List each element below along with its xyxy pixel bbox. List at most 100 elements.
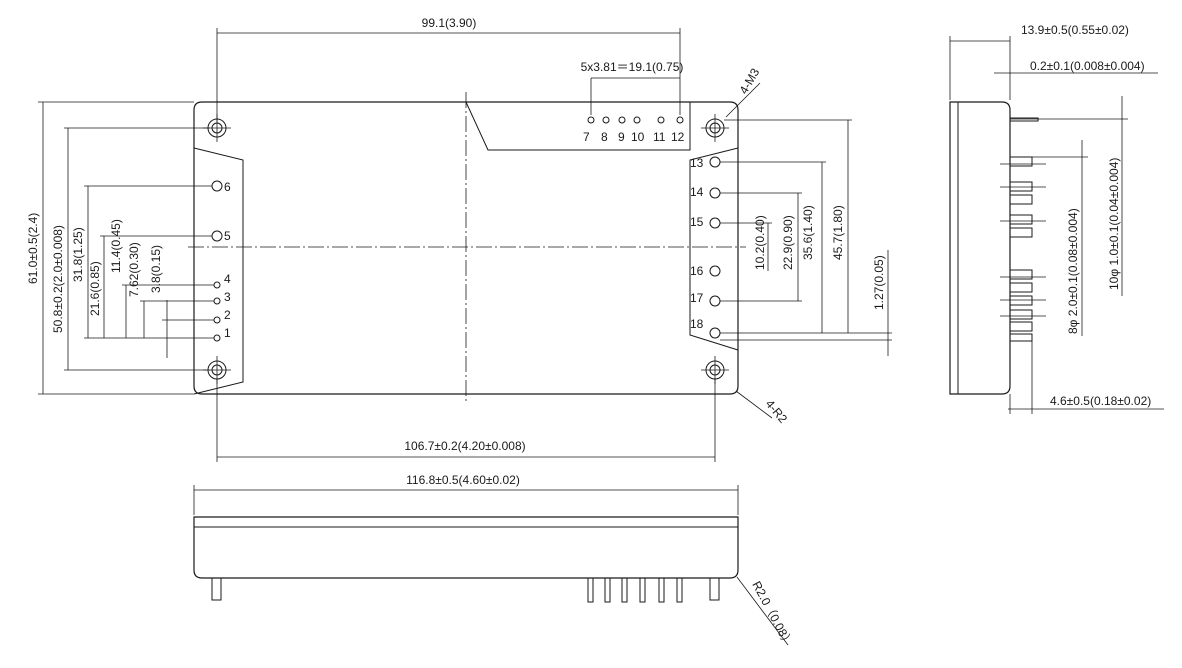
dimension-label: 106.7±0.2(4.20±0.008) [404, 439, 525, 453]
dim-left-3-8: 3.8(0.15) [149, 245, 214, 358]
pin-number: 12 [671, 130, 685, 144]
pin-hole [709, 187, 721, 199]
left-bracket [193, 147, 244, 395]
pin [676, 577, 683, 603]
dim-mount-height: 50.8±0.2(2.0±0.008) [51, 127, 210, 371]
dimension-label: 7.62(0.30) [127, 242, 141, 297]
callout-label: 4-R2 [763, 397, 791, 426]
dim-thickness: 13.9±0.5(0.55±0.02) [949, 23, 1129, 100]
pin-hole [587, 116, 595, 124]
dim-left-31-8: 31.8(1.25) [71, 185, 212, 338]
dim-right-35-6: 35.6(1.40) [720, 161, 826, 333]
pin-number: 7 [583, 130, 590, 144]
right-bracket [689, 147, 739, 351]
pin-hole [709, 217, 721, 229]
dimension-label: 11.4(0.45) [109, 219, 123, 273]
pin-hole [709, 295, 721, 307]
pin [587, 577, 594, 603]
dim-small-pin: 8φ 2.0±0.1(0.08±0.004) [1032, 140, 1088, 336]
dimension-label: 22.9(0.90) [781, 215, 795, 270]
top-connector-outline [465, 101, 691, 151]
pin-hole [213, 281, 221, 289]
pin-hole [213, 297, 221, 305]
dim-left-21-6: 21.6(0.85) [88, 235, 212, 338]
dimension-label: 99.1(3.90) [422, 16, 477, 30]
pin-hole [211, 230, 223, 242]
pin-hole [709, 327, 721, 339]
callout-label: 4-M3 [736, 66, 762, 97]
pin-number: 1 [224, 326, 231, 340]
dimension-label: 13.9±0.5(0.55±0.02) [1021, 23, 1129, 37]
pin-number: 10 [631, 130, 645, 144]
pin-number: 3 [224, 290, 231, 304]
pin-hole [657, 116, 665, 124]
pin-hole [213, 316, 221, 324]
top-pins: 7 8 9 10 11 12 [583, 116, 685, 144]
mount-post [709, 577, 720, 601]
pin [604, 577, 611, 603]
dimension-label: 0.2±0.1(0.008±0.004) [1030, 59, 1145, 73]
pin [621, 577, 628, 603]
dimension-label: 1.27(0.05) [872, 255, 886, 310]
callout-corner-radius: 4-R2 [735, 390, 791, 426]
pin-number: 5 [224, 229, 231, 243]
dim-pin-pitch: 5x3.81＝19.1(0.75) [581, 60, 684, 115]
pin-number: 8 [601, 130, 608, 144]
pin [639, 577, 646, 603]
pin-number: 4 [224, 272, 231, 286]
pin-hole [633, 116, 641, 124]
pin-number: 17 [690, 291, 704, 305]
dimension-label: 50.8±0.2(2.0±0.008) [51, 225, 65, 333]
dimension-label: 4.6±0.5(0.18±0.02) [1050, 394, 1151, 408]
pin-number: 6 [224, 180, 231, 194]
dimension-label: 45.7(1.80) [831, 205, 845, 260]
pin-hole [213, 334, 221, 342]
dimension-label: 116.8±0.5(4.60±0.02) [406, 473, 520, 487]
dim-large-pin: 10φ 1.0±0.1(0.04±0.004) [1010, 96, 1128, 296]
dimension-label: 10.2(0.40) [753, 215, 767, 270]
dim-left-7-62: 7.62(0.30) [127, 242, 214, 338]
dim-standoff: 0.2±0.1(0.008±0.004) [994, 59, 1158, 74]
front-view: 7 8 9 10 11 12 13 14 15 16 17 18 [26, 16, 892, 462]
dim-left-11-4: 11.4(0.45) [109, 219, 214, 338]
pin-number: 9 [618, 130, 625, 144]
pin-hole [709, 265, 721, 277]
side-pin-stack [1000, 117, 1046, 342]
dim-right-10-2: 10.2(0.40) [720, 215, 772, 271]
pin-hole [709, 156, 721, 168]
dim-right-22-9: 22.9(0.90) [720, 192, 802, 302]
dim-overall-height: 61.0±0.5(2.4) [26, 101, 194, 395]
dimension-label: 35.6(1.40) [801, 205, 815, 260]
pin-hole [211, 180, 223, 192]
dimension-label: 10φ 1.0±0.1(0.04±0.004) [1107, 158, 1121, 290]
mount-post [211, 577, 222, 601]
left-pins: 6 5 4 3 2 1 [211, 180, 231, 342]
dimension-label: 5x3.81＝19.1(0.75) [581, 60, 684, 74]
mounting-hole [701, 114, 729, 142]
side-view: 13.9±0.5(0.55±0.02) 0.2±0.1(0.008±0.004)… [949, 23, 1164, 414]
callout-label: R2.0（0.08） [749, 579, 796, 650]
dim-mount-spacing: 106.7±0.2(4.20±0.008) [216, 378, 716, 462]
pin-number: 2 [224, 308, 231, 322]
pin-number: 15 [690, 215, 704, 229]
pin-hole [618, 116, 626, 124]
dimension-label: 31.8(1.25) [71, 227, 85, 282]
pin-hole [676, 116, 684, 124]
dimension-label: 8φ 2.0±0.1(0.08±0.004) [1066, 208, 1080, 334]
dimension-label: 3.8(0.15) [149, 245, 163, 293]
bottom-view: 116.8±0.5(4.60±0.02) R2.0（0.08） [193, 473, 796, 650]
pin-number: 14 [690, 185, 704, 199]
callout-pin-radius: R2.0（0.08） [736, 576, 796, 650]
pin-number: 13 [690, 156, 704, 170]
pin [658, 577, 665, 603]
pin-hole [602, 116, 610, 124]
module-end-outline [949, 101, 1011, 395]
dim-top-width: 99.1(3.90) [216, 16, 681, 122]
pin-number: 11 [653, 130, 666, 144]
dimension-label: 21.6(0.85) [88, 261, 102, 316]
dimension-label: 61.0±0.5(2.4) [26, 213, 40, 284]
dim-pin-length: 4.6±0.5(0.18±0.02) [1008, 338, 1164, 414]
dim-right-45-7: 45.7(1.80) [724, 119, 852, 333]
dim-right-1-27: 1.27(0.05) [720, 250, 892, 356]
